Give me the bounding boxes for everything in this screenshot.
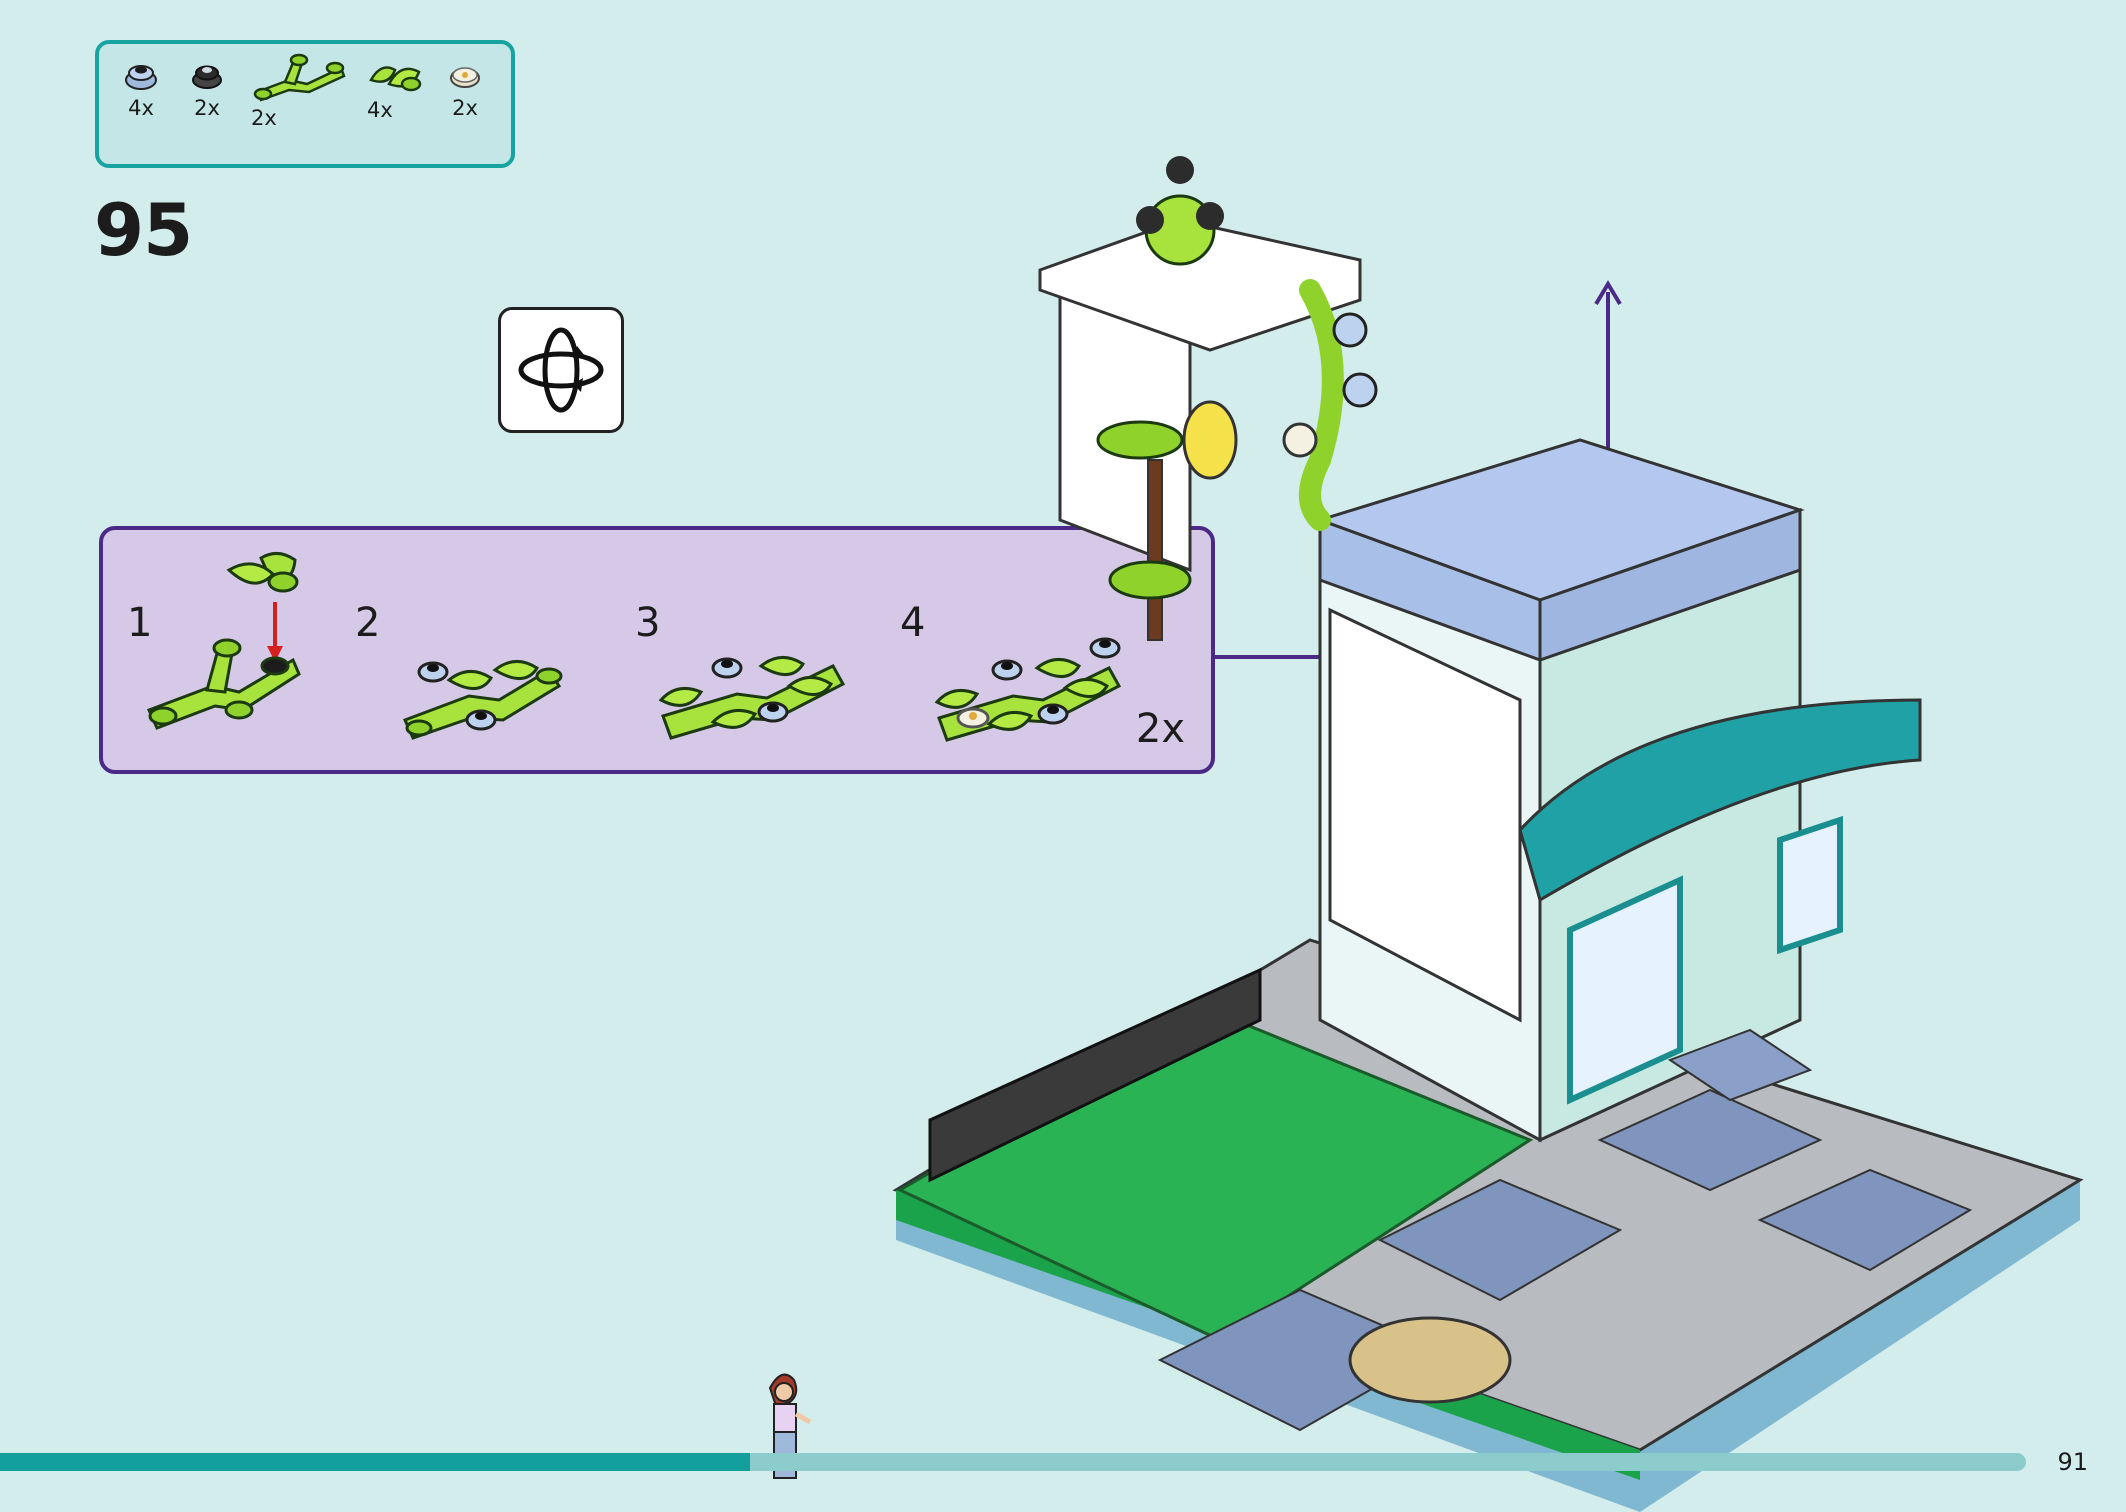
rotate-model-button[interactable] <box>498 307 624 433</box>
subassembly-panel: 1 2 3 4 <box>99 526 1215 774</box>
progress-fill <box>0 1453 750 1471</box>
flower-tile-icon <box>450 67 480 88</box>
part-black-plate: 2x <box>187 54 227 120</box>
part-qty: 2x <box>251 106 277 130</box>
substep-number: 4 <box>900 600 926 646</box>
part-qty: 4x <box>128 96 154 120</box>
substep-number: 3 <box>635 600 661 646</box>
part-leaf-branch: 2x <box>249 50 349 130</box>
part-flower-tile: 2x <box>447 54 483 120</box>
part-qty: 2x <box>194 96 220 120</box>
rotate-model-icon <box>518 327 604 413</box>
subassembly-multiplier: 2x <box>1135 706 1185 752</box>
black-round-plate-icon <box>192 65 222 89</box>
lime-leaf-branch-icon <box>253 53 346 102</box>
model-illustration <box>892 156 2084 1512</box>
step-number: 95 <box>94 188 193 272</box>
part-qty: 4x <box>367 98 393 122</box>
substep-number: 1 <box>127 600 153 646</box>
substep-2-illustration <box>402 660 563 740</box>
substep-4-illustration <box>934 637 1122 742</box>
part-leaves: 4x <box>367 56 425 122</box>
substep-3-illustration <box>658 656 846 740</box>
part-light-blue-plate: 4x <box>121 54 161 120</box>
light-blue-round-plate-icon <box>125 65 157 90</box>
page-number: 91 <box>2057 1448 2088 1476</box>
part-qty: 2x <box>452 96 478 120</box>
parts-callout: 4x 2x 2x 4x 2x <box>95 40 515 168</box>
substep-1-illustration <box>146 552 301 730</box>
substep-number: 2 <box>355 600 381 646</box>
lime-leaves-icon <box>369 66 422 92</box>
